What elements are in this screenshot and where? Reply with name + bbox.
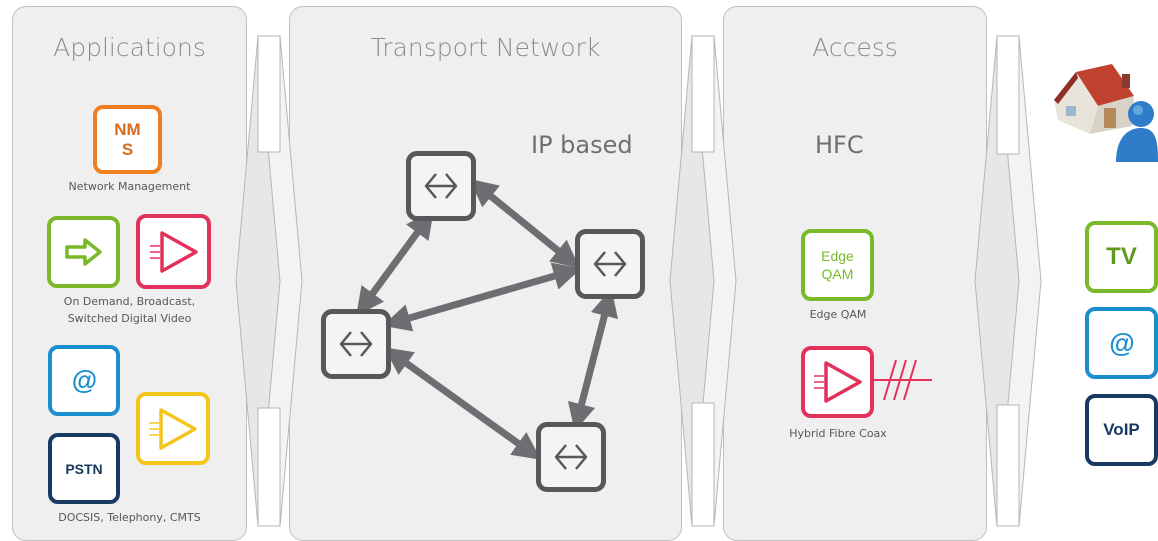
- link-top-right: [469, 178, 580, 269]
- amplifier-icon: [813, 361, 862, 403]
- access-title: Access: [812, 33, 898, 62]
- nms-icon: NM S: [93, 105, 162, 174]
- hfc-caption: Hybrid Fibre Coax: [789, 427, 887, 440]
- edge-qam-label: Edge QAM: [821, 248, 854, 282]
- amplifier-icon: [149, 407, 197, 450]
- edge-qam-icon: Edge QAM: [801, 229, 874, 301]
- link-left-right: [382, 262, 582, 332]
- nms-label: NM S: [114, 119, 141, 159]
- applications-title: Applications: [53, 33, 206, 62]
- router-icon: [339, 331, 373, 357]
- flow-chevron-3: [974, 35, 1042, 527]
- pstn-icon: PSTN: [48, 433, 120, 504]
- router-right: [575, 229, 645, 299]
- edge-qam-caption: Edge QAM: [809, 308, 867, 321]
- house-icon: [1054, 64, 1134, 134]
- video-caption: On Demand, Broadcast, Switched Digital V…: [63, 295, 196, 325]
- home-at-symbol: @: [1108, 327, 1135, 358]
- router-icon: [593, 251, 627, 277]
- link-top-left: [356, 210, 434, 316]
- nms-caption: Network Management: [68, 180, 191, 193]
- link-right-bottom: [567, 288, 619, 432]
- router-top: [406, 151, 476, 221]
- arrow-icon: [64, 238, 102, 266]
- transport-subtitle: IP based: [531, 131, 633, 159]
- flow-chevron-2: [669, 35, 737, 527]
- house-user-illustration: [1054, 64, 1158, 162]
- network-links: [356, 178, 619, 460]
- user-icon: [1116, 101, 1158, 162]
- flow-chevron-1: [235, 35, 303, 527]
- at-symbol: @: [71, 365, 97, 395]
- link-left-bottom: [384, 347, 541, 460]
- router-bottom: [536, 422, 606, 492]
- tv-icon: TV: [1085, 221, 1158, 293]
- router-left: [321, 309, 391, 379]
- broadcast-amplifier-icon: [136, 214, 211, 289]
- transport-network-title: Transport Network: [370, 33, 601, 62]
- pstn-label: PSTN: [65, 460, 103, 477]
- docsis-amplifier-icon: [136, 392, 210, 465]
- access-subtitle: HFC: [815, 131, 864, 159]
- on-demand-arrow-icon: [47, 216, 120, 288]
- router-icon: [424, 173, 458, 199]
- hfc-amplifier-icon: [801, 346, 874, 418]
- router-icon: [554, 444, 588, 470]
- internet-at-icon: @: [48, 345, 120, 416]
- coax-cable-icon: [870, 359, 932, 401]
- docsis-caption: DOCSIS, Telephony, CMTS: [58, 511, 201, 524]
- home-internet-icon: @: [1085, 307, 1158, 379]
- tv-label: TV: [1106, 243, 1137, 270]
- amplifier-icon: [149, 230, 198, 273]
- voip-icon: VoIP: [1085, 394, 1158, 466]
- voip-label: VoIP: [1103, 420, 1140, 439]
